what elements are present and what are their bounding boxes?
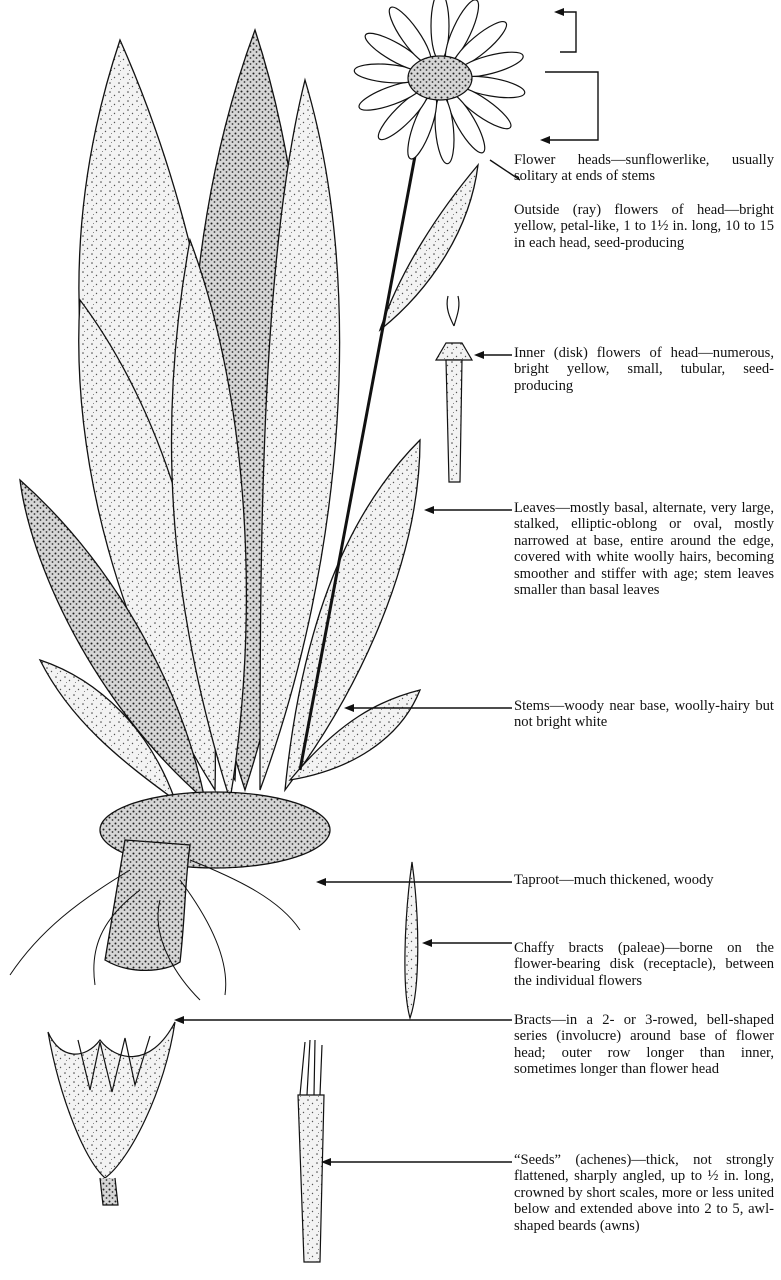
taproot-icon — [10, 792, 330, 1000]
chaffy-bract-icon — [405, 862, 418, 1018]
label-seeds: “Seeds” (achenes)—thick, not strongly fl… — [514, 1152, 774, 1234]
label-bracts: Bracts—in a 2- or 3-rowed, bell-shaped s… — [514, 1012, 774, 1078]
ray-bracket — [560, 12, 576, 52]
label-stems: Stems—woody near base, woolly-hairy but … — [514, 698, 774, 731]
label-leaves: Leaves—mostly basal, alternate, very lar… — [514, 500, 774, 598]
label-flower-heads: Flower heads—sunflowerlike, usually soli… — [514, 152, 774, 185]
bract-involucre-icon — [48, 1022, 175, 1205]
label-disk-flowers: Inner (disk) flowers of head—numerous, b… — [514, 345, 774, 394]
disk-flower-icon — [436, 296, 472, 482]
label-taproot: Taproot—much thickened, woody — [514, 872, 774, 888]
head-bracket — [545, 72, 598, 140]
label-chaffy-bracts: Chaffy bracts (paleae)—borne on the flow… — [514, 940, 774, 989]
achene-seed-icon — [298, 1040, 324, 1262]
flower-head-icon — [354, 0, 527, 164]
stem-leaf — [380, 165, 478, 330]
label-ray-flowers: Outside (ray) flowers of head—bright yel… — [514, 202, 774, 251]
